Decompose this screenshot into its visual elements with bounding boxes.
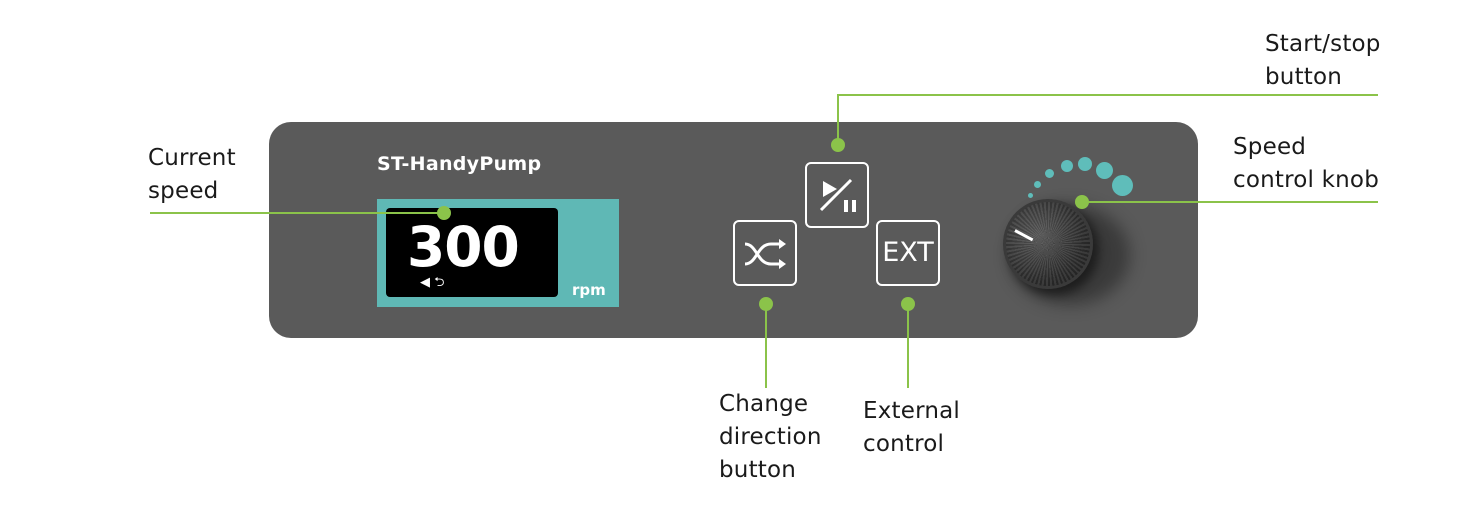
callout-current-speed: Current speed xyxy=(148,145,236,204)
shuffle-arrows-icon xyxy=(744,239,786,269)
current-speed-value: 300 xyxy=(407,215,520,279)
anchor-dot-start-stop xyxy=(831,138,845,152)
callout-speed-knob: Speed control knob xyxy=(1233,134,1380,193)
model-name: ST-HandyPump xyxy=(377,153,542,175)
callout-external-control: External control xyxy=(863,398,961,457)
external-control-button[interactable]: EXT xyxy=(876,220,940,286)
speed-dot xyxy=(1061,160,1073,172)
callout-start-stop: Start/stop button xyxy=(1265,31,1381,90)
ext-button-label: EXT xyxy=(882,237,934,268)
speed-unit: rpm xyxy=(572,281,606,299)
speed-dot xyxy=(1112,175,1133,196)
anchor-dot-external-control xyxy=(901,297,915,311)
speed-dot xyxy=(1028,193,1033,198)
play-pause-icon xyxy=(819,178,856,212)
speed-dot xyxy=(1034,181,1041,188)
speed-screen xyxy=(386,208,558,297)
speed-dot xyxy=(1078,157,1092,171)
anchor-dot-speed-knob xyxy=(1075,195,1089,209)
change-direction-button[interactable] xyxy=(733,220,797,286)
callout-change-direction: Change direction button xyxy=(719,391,822,483)
anchor-dot-current-speed xyxy=(437,206,451,220)
start-stop-button[interactable] xyxy=(805,162,869,228)
speed-dot xyxy=(1045,169,1054,178)
speed-control-knob[interactable] xyxy=(1003,199,1093,289)
direction-indicator: ◀ ⮌ xyxy=(420,275,445,290)
speed-dot xyxy=(1096,162,1113,179)
anchor-dot-change-direction xyxy=(759,297,773,311)
